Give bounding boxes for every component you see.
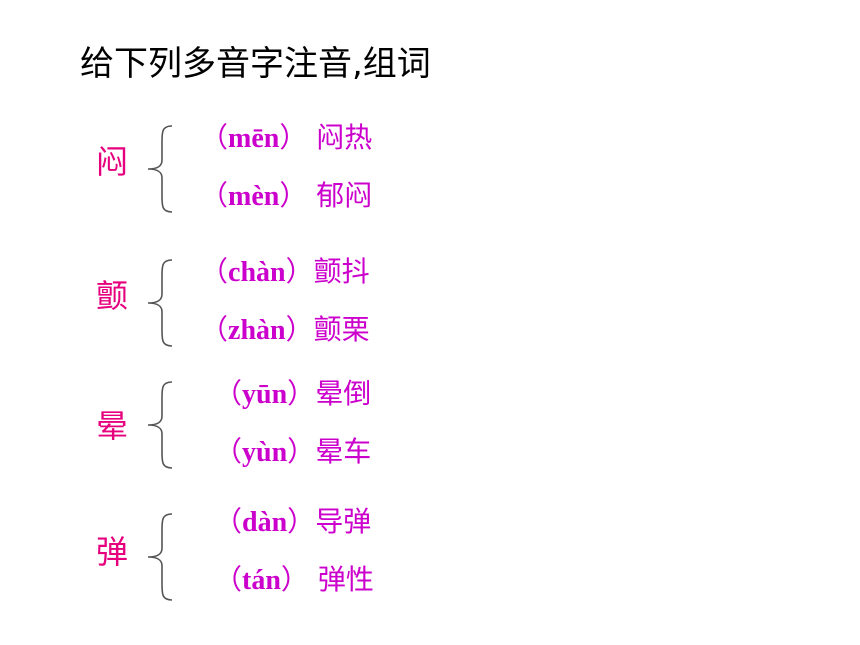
example-word: 颤栗 [313, 313, 370, 346]
pronunciation-row: （tán） 弹性 [214, 566, 374, 595]
pinyin: mēn [228, 123, 280, 154]
brace-icon [147, 125, 173, 213]
polyphone-char: 颤 [96, 277, 129, 315]
brace-icon [147, 259, 173, 347]
example-word: 晕倒 [315, 377, 372, 410]
open-paren: （ [214, 563, 243, 596]
example-word: 弹性 [317, 563, 374, 596]
slide-title: 给下列多音字注音,组词 [80, 44, 431, 84]
pronunciation-row: （zhàn）颤栗 [200, 316, 370, 345]
polyphone-group-dan: 弹 （dàn）导弹 （tán） 弹性 [0, 504, 860, 604]
pinyin: dàn [242, 507, 288, 538]
open-paren: （ [214, 435, 243, 468]
polyphone-char: 晕 [96, 407, 129, 445]
open-paren: （ [200, 121, 229, 154]
open-paren: （ [214, 377, 243, 410]
close-paren: ） [287, 505, 316, 538]
open-paren: （ [200, 313, 229, 346]
pronunciation-row: （chàn）颤抖 [200, 258, 370, 287]
open-paren: （ [200, 179, 229, 212]
polyphone-group-men: 闷 （mēn） 闷热 （mèn） 郁闷 [0, 116, 860, 216]
pinyin: zhàn [228, 315, 286, 346]
pronunciation-row: （yùn）晕车 [214, 438, 371, 467]
example-word: 郁闷 [316, 179, 373, 212]
pinyin: yūn [242, 379, 288, 410]
polyphone-char: 闷 [96, 143, 129, 181]
polyphone-group-chan: 颤 （chàn）颤抖 （zhàn）颤栗 [0, 250, 860, 350]
example-word: 晕车 [315, 435, 372, 468]
brace-icon [147, 381, 173, 469]
close-paren: ） [279, 121, 308, 154]
pinyin: tán [242, 565, 281, 596]
polyphone-char: 弹 [96, 533, 129, 571]
polyphone-group-yun: 晕 （yūn）晕倒 （yùn）晕车 [0, 372, 860, 472]
example-word: 导弹 [315, 505, 372, 538]
close-paren: ） [285, 255, 314, 288]
pronunciation-row: （mèn） 郁闷 [200, 182, 372, 211]
pronunciation-row: （mēn） 闷热 [200, 124, 372, 153]
pinyin: yùn [242, 437, 288, 468]
example-word: 闷热 [316, 121, 373, 154]
pinyin: chàn [228, 257, 286, 288]
pronunciation-row: （dàn）导弹 [214, 508, 371, 537]
close-paren: ） [280, 563, 309, 596]
example-word: 颤抖 [313, 255, 370, 288]
close-paren: ） [287, 435, 316, 468]
open-paren: （ [214, 505, 243, 538]
pronunciation-row: （yūn）晕倒 [214, 380, 371, 409]
close-paren: ） [279, 179, 308, 212]
close-paren: ） [287, 377, 316, 410]
pinyin: mèn [228, 181, 280, 212]
open-paren: （ [200, 255, 229, 288]
close-paren: ） [285, 313, 314, 346]
brace-icon [147, 513, 173, 601]
